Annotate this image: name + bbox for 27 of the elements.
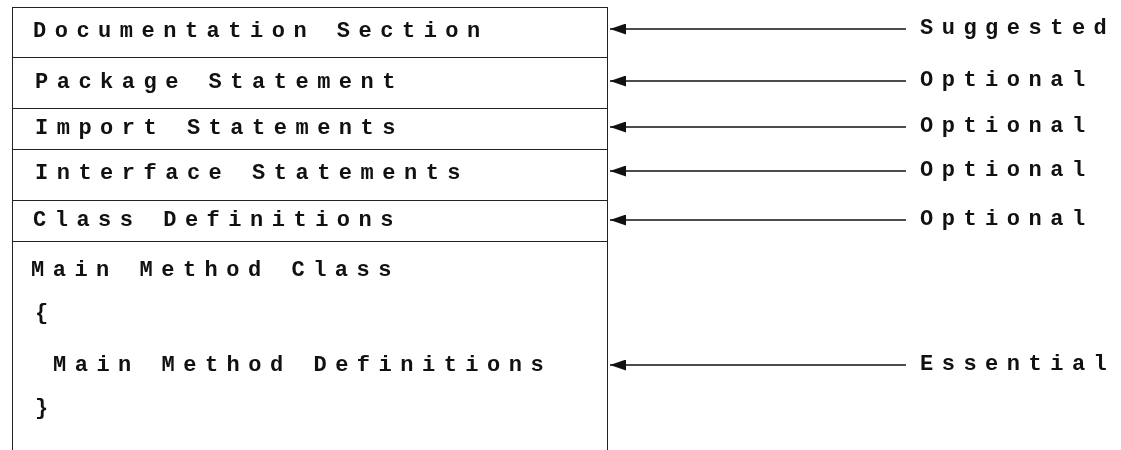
requirement-label: Optional xyxy=(920,209,1094,231)
arrow xyxy=(609,214,907,226)
section-box xyxy=(12,149,608,201)
section-box xyxy=(12,7,608,58)
section-label: Interface Statements xyxy=(35,163,470,185)
requirement-label: Optional xyxy=(920,70,1094,92)
section-label: Main Method Definitions xyxy=(53,355,553,377)
arrow xyxy=(609,75,907,87)
arrow xyxy=(609,23,907,35)
arrow xyxy=(609,359,907,371)
arrow xyxy=(609,121,907,133)
section-box xyxy=(12,241,608,450)
section-box xyxy=(12,200,608,242)
requirement-label: Optional xyxy=(920,160,1094,182)
section-label: Class Definitions xyxy=(33,210,402,232)
section-label: Documentation Section xyxy=(33,21,489,43)
arrow xyxy=(609,165,907,177)
section-label: } xyxy=(35,398,57,420)
requirement-label: Optional xyxy=(920,116,1094,138)
section-box xyxy=(12,57,608,109)
section-label: { xyxy=(35,303,57,325)
section-label: Import Statements xyxy=(35,118,404,140)
section-box xyxy=(12,108,608,150)
section-label: Package Statement xyxy=(35,72,404,94)
requirement-label: Suggested xyxy=(920,18,1116,40)
requirement-label: Essential xyxy=(920,354,1116,376)
section-label: Main Method Class xyxy=(31,260,400,282)
